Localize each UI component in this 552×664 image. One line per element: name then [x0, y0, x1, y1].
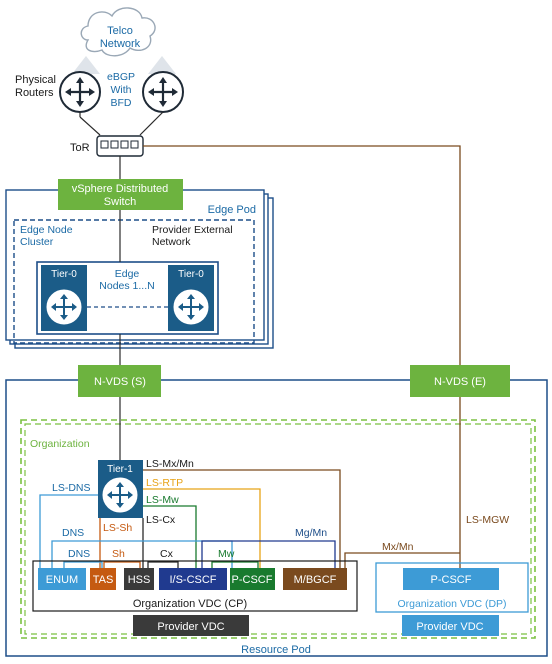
dns-inner-link — [63, 561, 103, 568]
mw-label: Mw — [218, 548, 235, 560]
node-p-cscf-dp-label: P-CSCF — [431, 574, 472, 586]
provider-vdc-left-label: Provider VDC — [157, 621, 224, 633]
provider-vdc-right — [402, 615, 499, 636]
edge-node-cluster-line2: Cluster — [20, 236, 54, 248]
ls-mw-link — [143, 505, 197, 568]
node-p-cscf-label: P-CSCF — [232, 574, 273, 586]
ebgp-line3: BFD — [111, 97, 132, 109]
node-tas — [90, 568, 116, 590]
organization-label: Organization — [30, 438, 90, 450]
ebgp-line1: eBGP — [107, 71, 135, 83]
tier0-left-router-icon — [46, 289, 82, 325]
node-tas-label: TAS — [93, 574, 114, 586]
nvds-e-switch — [410, 365, 510, 397]
nvds-e-label: N-VDS (E) — [434, 376, 486, 388]
cx-link — [147, 561, 179, 568]
vsphere-distributed-switch — [58, 179, 183, 210]
edge-node-cluster-line1: Edge Node — [20, 224, 73, 236]
tier0-right-router-icon — [173, 289, 209, 325]
nvds-s-switch — [78, 365, 161, 397]
tor-switch-icon — [96, 135, 144, 157]
telco-label-line1: Telco — [107, 25, 133, 37]
node-hss — [124, 568, 154, 590]
org-vdc-cp-label: Organization VDC (CP) — [133, 598, 247, 610]
physical-router-left-icon — [58, 70, 102, 114]
node-m-bgcf-label: M/BGCF — [294, 574, 337, 586]
resource-pod-frame — [5, 379, 548, 657]
ls-dns-label: LS-DNS — [52, 482, 91, 494]
physical-routers-line2: Routers — [15, 87, 54, 99]
cx-label: Cx — [160, 548, 174, 560]
dns-outer-link — [51, 540, 233, 568]
dns-outer-label: DNS — [62, 527, 84, 539]
organization-frame — [20, 419, 536, 639]
tier1-router-icon — [102, 477, 138, 513]
tor-label: ToR — [70, 142, 90, 154]
edge-node-cluster-frame — [13, 219, 255, 344]
node-enum-label: ENUM — [46, 574, 78, 586]
ebgp-line2: With — [111, 84, 132, 96]
org-vdc-dp-label: Organization VDC (DP) — [397, 598, 506, 610]
vds-line2: Switch — [104, 196, 136, 208]
mw-link — [211, 561, 259, 568]
provider-external-network-line2: Network — [152, 236, 191, 248]
ls-mx-mn-label: LS-Mx/Mn — [146, 458, 194, 470]
provider-external-network-line1: Provider External — [152, 224, 233, 236]
edge-pod-label: Edge Pod — [208, 204, 256, 216]
tier0-left-label: Tier-0 — [51, 269, 77, 280]
resource-pod-label: Resource Pod — [241, 644, 311, 656]
mx-mn-link — [344, 552, 460, 568]
ls-mw-label: LS-Mw — [146, 494, 179, 506]
physical-routers-line1: Physical — [15, 74, 56, 86]
dns-inner-label: DNS — [68, 548, 90, 560]
node-is-cscf-label: I/S-CSCF — [169, 574, 216, 586]
up-arrow-icon — [148, 56, 176, 74]
nvds-s-label: N-VDS (S) — [94, 376, 146, 388]
provider-vdc-left — [133, 615, 249, 636]
node-m-bgcf — [283, 568, 347, 590]
ls-mgw-label: LS-MGW — [466, 514, 509, 526]
up-arrow-icon — [72, 56, 100, 74]
sh-link — [103, 561, 141, 568]
telco-network-cloud — [80, 7, 156, 57]
node-is-cscf — [159, 568, 227, 590]
tier1-label: Tier-1 — [107, 464, 133, 475]
ls-cx-label: LS-Cx — [146, 514, 176, 526]
node-p-cscf — [230, 568, 275, 590]
node-enum — [38, 568, 86, 590]
ls-sh-label: LS-Sh — [103, 522, 132, 534]
org-vdc-cp-frame — [32, 560, 358, 612]
tier0-right-label: Tier-0 — [178, 269, 204, 280]
ls-mx-mn-link — [143, 469, 341, 568]
mg-mn-link — [201, 540, 336, 568]
tor-to-nvds-e-link — [143, 145, 461, 366]
mg-mn-label: Mg/Mn — [295, 527, 327, 539]
provider-vdc-right-label: Provider VDC — [416, 621, 483, 633]
node-p-cscf-dp — [403, 568, 499, 590]
mx-mn-label: Mx/Mn — [382, 541, 414, 553]
sh-label: Sh — [112, 548, 125, 560]
ls-dns-link — [39, 494, 98, 568]
physical-router-right-icon — [141, 70, 185, 114]
node-hss-label: HSS — [128, 574, 151, 586]
vds-line1: vSphere Distributed — [72, 183, 169, 195]
ls-rtp-link — [143, 488, 261, 568]
edge-nodes-line2: Nodes 1...N — [99, 280, 154, 292]
edge-nodes-line1: Edge — [115, 268, 140, 280]
ls-rtp-label: LS-RTP — [146, 477, 183, 489]
telco-label-line2: Network — [100, 38, 141, 50]
org-vdc-dp-frame — [375, 562, 529, 613]
